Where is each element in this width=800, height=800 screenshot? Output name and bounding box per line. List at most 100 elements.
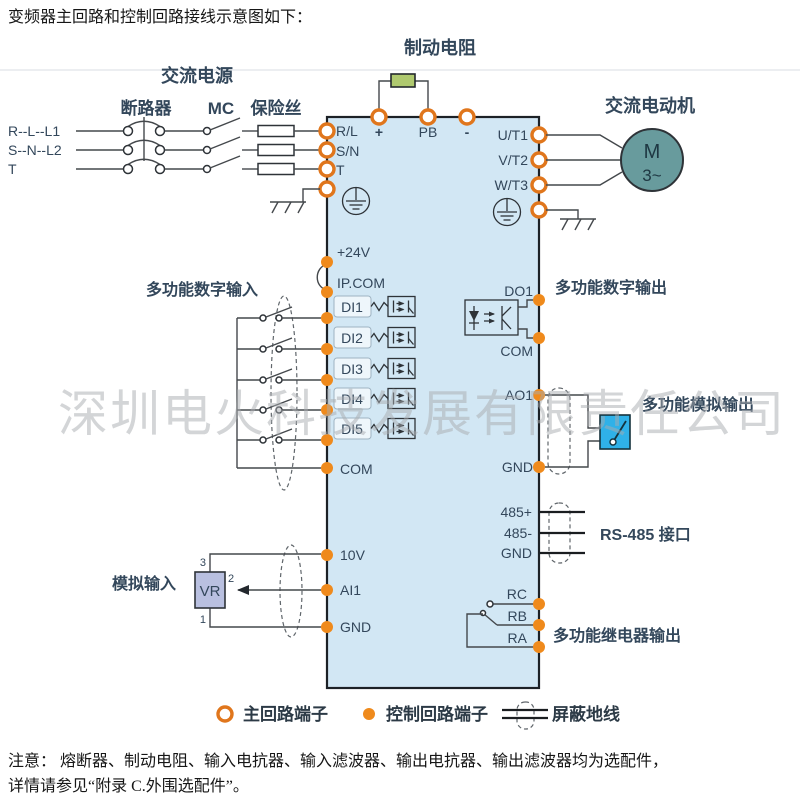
- di-switch: [259, 337, 293, 353]
- note-line2: 详情请参见“附录 C.外围选配件”。: [8, 777, 249, 795]
- phase-input-rows: R--L--L1 S--N--L2 T: [8, 117, 321, 177]
- terminal-t-label: T: [336, 162, 345, 178]
- di-shield-icon: [270, 295, 298, 491]
- legend-main-terminal-icon: [216, 705, 234, 723]
- contactor-label: MC: [208, 99, 234, 118]
- digital-output-circuit: DO1 COM: [464, 283, 545, 359]
- terminal-di2-label: DI2: [341, 330, 363, 346]
- phase-row: [76, 136, 321, 157]
- braking-resistor: [390, 73, 416, 88]
- braking-resistor-label: 制动电阻: [404, 37, 476, 58]
- terminal-ao1-label: AO1: [505, 387, 533, 403]
- terminal-ipcom-label: IP.COM: [337, 275, 385, 291]
- ai-shield-icon: [279, 544, 303, 638]
- motor: M 3~: [620, 128, 684, 192]
- di-row: DI1: [237, 295, 415, 324]
- digital-input-label: 多功能数字输入: [146, 280, 258, 299]
- vr-pin3-label: 3: [200, 557, 206, 569]
- terminal-plus: [370, 108, 388, 126]
- terminal-10v-label: 10V: [340, 547, 366, 563]
- input-ground-wire: [302, 188, 320, 202]
- power-terminals: +24V IP.COM: [316, 244, 385, 298]
- terminal-485gnd-label: GND: [501, 545, 532, 561]
- terminal-485p-label: 485+: [500, 504, 532, 520]
- terminal-sn-label: S/N: [336, 143, 359, 159]
- terminal-485n-label: 485-: [504, 525, 532, 541]
- terminal-di3-label: DI3: [341, 361, 363, 377]
- analog-output-circuit: AO1 GND: [502, 387, 631, 475]
- terminal-di1-label: DI1: [341, 299, 363, 315]
- vr-pin2-label: 2: [228, 573, 234, 585]
- legend-shield-icon: [502, 701, 548, 730]
- ac-power-label: 交流电源: [161, 65, 233, 86]
- 24v-ipcom-jumper: [316, 263, 328, 291]
- legend-control-label: 控制回路端子: [386, 704, 488, 724]
- di-row: DI5: [237, 417, 415, 446]
- output-ground-wire: [546, 209, 579, 219]
- top-terminals: + PB -: [370, 108, 476, 140]
- terminal-aognd-label: GND: [502, 459, 533, 475]
- terminal-pb: [419, 108, 437, 126]
- di-row: DI4: [237, 387, 415, 416]
- legend-control-terminal-icon: [363, 708, 375, 720]
- terminal-do1-label: DO1: [504, 283, 533, 299]
- phase-label: R--L--L1: [8, 123, 60, 139]
- di-row: DI3: [237, 357, 415, 386]
- note-line1: 注意： 熔断器、制动电阻、输入电抗器、输入滤波器、输出电抗器、输出滤波器均为选配…: [8, 751, 668, 770]
- terminal-ra-label: RA: [508, 630, 528, 646]
- ac-motor-label: 交流电动机: [605, 95, 695, 116]
- ao-shield-icon: [547, 387, 571, 475]
- terminal-gnd-label: GND: [340, 619, 371, 635]
- rs485-circuit: 485+ 485- GND: [500, 502, 585, 564]
- phase-row: [76, 117, 321, 138]
- terminal-rl-label: R/L: [336, 123, 358, 139]
- analog-input-label: 模拟输入: [112, 574, 176, 593]
- terminal-wt3-label: W/T3: [495, 177, 529, 193]
- relay-circuit: RC RB RA: [466, 586, 545, 653]
- terminal-di5-label: DI5: [341, 421, 363, 437]
- terminal-vt2-label: V/T2: [498, 152, 528, 168]
- vr-label: VR: [200, 583, 221, 600]
- phase-row: [76, 155, 321, 176]
- di-switch: [259, 368, 293, 384]
- digital-output-label: 多功能数字输出: [555, 278, 667, 297]
- terminal-rb-label: RB: [508, 608, 527, 624]
- braking-resistor-circuit: 制动电阻: [378, 37, 476, 117]
- analog-input-circuit: VR 3 2 1 10V AI1 GND: [194, 544, 371, 638]
- phase-label: S--N--L2: [8, 142, 62, 158]
- do-optocoupler-icon: [464, 299, 519, 336]
- terminal-rc-label: RC: [507, 586, 527, 602]
- legend: 主回路端子 控制回路端子 屏蔽地线: [216, 701, 620, 730]
- vr-pin1-label: 1: [200, 614, 206, 626]
- input-ground-icon: [269, 201, 307, 214]
- analog-output-label: 多功能模拟输出: [642, 395, 754, 414]
- terminal-ut1-label: U/T1: [498, 127, 529, 143]
- breaker-label: 断路器: [121, 98, 173, 118]
- terminal-minus: [458, 108, 476, 126]
- fuse-label: 保险丝: [250, 98, 302, 118]
- legend-shield-label: 屏蔽地线: [552, 704, 620, 724]
- legend-main-label: 主回路端子: [243, 704, 328, 724]
- rs485-label: RS-485 接口: [600, 525, 691, 544]
- terminal-di4-label: DI4: [341, 391, 363, 407]
- watermark: 深圳电火科技发展有限责任公司: [58, 386, 786, 442]
- terminal-plus-label: +: [375, 124, 383, 140]
- vr-potentiometer: [194, 571, 226, 609]
- terminal-pb-label: PB: [419, 124, 438, 140]
- motor-phase: 3~: [642, 166, 661, 185]
- motor-wires: [546, 134, 623, 186]
- page-title: 变频器主回路和控制回路接线示意图如下：: [8, 7, 312, 26]
- output-ground-icon: [559, 218, 597, 231]
- relay-output-label: 多功能继电器输出: [553, 626, 681, 645]
- motor-symbol: M: [644, 141, 661, 163]
- terminal-com-label: COM: [340, 461, 373, 477]
- terminal-ai1-label: AI1: [340, 582, 361, 598]
- di-switch: [259, 306, 293, 322]
- terminal-24v-label: +24V: [337, 244, 371, 260]
- di-row: DI2: [237, 326, 415, 355]
- right-main-terminals: U/T1 V/T2 W/T3: [495, 126, 548, 219]
- digital-input-rows: DI1 DI2 DI3 DI4: [236, 295, 415, 491]
- motor-circle: [620, 128, 684, 192]
